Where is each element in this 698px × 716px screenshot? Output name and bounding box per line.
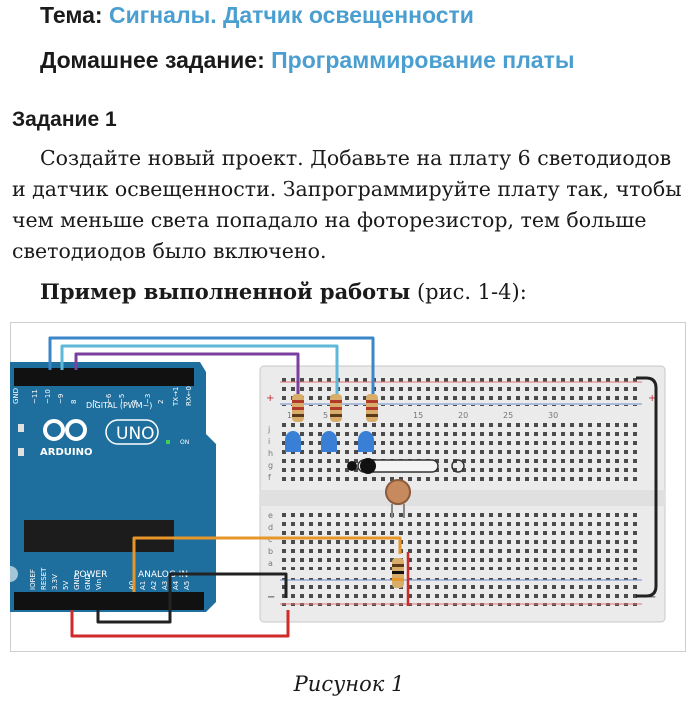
pin-label-5v: 5V — [62, 581, 70, 590]
arduino-logo-icon — [43, 419, 87, 441]
col-num-15: 15 — [413, 411, 423, 420]
light-sensor-slider[interactable] — [347, 458, 465, 474]
wire-purple — [74, 352, 300, 394]
wire-red — [70, 610, 290, 638]
pin-label-gnd-1: GND — [73, 574, 81, 590]
pin-label-2: 2 — [157, 400, 165, 404]
topic-line: Тема: Сигналы. Датчик освещенности — [40, 2, 474, 29]
row-letter-g: g — [268, 461, 273, 470]
row-letter-a: a — [268, 559, 273, 568]
svg-text:+: + — [648, 393, 656, 404]
wire-black-rail — [636, 376, 658, 598]
example-line: Пример выполненной работы (рис. 1-4): — [40, 279, 527, 304]
task-text-content: Создайте новый проект. Добавьте на плату… — [12, 146, 682, 263]
wire-blue-light — [60, 344, 339, 394]
circuit-diagram: + + − − j i h g f e d c b a 1 5 10 15 20… — [2, 322, 686, 652]
topic-label: Тема: — [40, 2, 103, 28]
row-letter-f: f — [268, 473, 271, 482]
breadboard: + + − − j i h g f e d c b a 1 5 10 15 20… — [259, 365, 666, 623]
pin-label-10: ~10 — [44, 389, 52, 404]
digital-label: DIGITAL (PWM~) — [86, 401, 152, 410]
col-num-1: 1 — [287, 411, 292, 420]
slider-knob-icon[interactable] — [360, 458, 376, 474]
example-bold: Пример выполненной работы — [40, 279, 411, 304]
col-num-20: 20 — [458, 411, 468, 420]
wire-black-gnd — [96, 572, 288, 624]
on-label: ON — [180, 439, 189, 446]
photoresistor — [385, 479, 411, 518]
pin-label-ioref: IOREF — [29, 569, 37, 590]
row-letter-j: j — [267, 425, 270, 434]
col-num-30: 30 — [548, 411, 558, 420]
pin-label-3v3: 3.3V — [51, 574, 59, 590]
pin-label-5: ~5 — [118, 394, 126, 404]
model-label: UNO — [116, 424, 155, 444]
pin-label-6: ~6 — [105, 393, 113, 404]
pin-label-gnd: GND — [12, 388, 20, 404]
pin-label-a2: A2 — [150, 581, 158, 590]
task-title: Задание 1 — [12, 108, 117, 131]
row-letter-b: b — [268, 547, 273, 556]
svg-text:+: + — [266, 393, 274, 404]
row-letter-h: h — [268, 449, 273, 458]
homework-label: Домашнее задание: — [40, 47, 265, 73]
led-resistors — [292, 394, 378, 422]
pulldown-resistor — [392, 558, 404, 588]
example-ref: (рис. 1-4): — [416, 280, 527, 304]
topic-value: Сигналы. Датчик освещенности — [108, 2, 474, 28]
pin-label-3: ~3 — [144, 394, 152, 404]
arduino-board: GND ~11 ~10 ~9 8 7 ~6 ~5 4 ~3 2 TX→1 RX←… — [2, 362, 216, 612]
pin-label-a1: A1 — [139, 581, 147, 590]
svg-text:−: − — [648, 592, 656, 603]
sun-icon — [451, 459, 465, 473]
pin-label-rx: RX←0 — [185, 386, 193, 406]
wire-blue-dark — [48, 336, 375, 394]
pin-label-8: 8 — [70, 400, 78, 404]
leds — [285, 431, 374, 452]
analog-label: ANALOG IN — [138, 570, 188, 580]
row-letter-i: i — [268, 437, 270, 446]
row-letter-d: d — [268, 523, 273, 532]
wire-orange — [132, 536, 402, 592]
pin-label-a5: A5 — [183, 581, 191, 590]
figure-caption: Рисунок 1 — [293, 672, 405, 696]
brand-label: ARDUINO — [40, 447, 92, 458]
task-text: Создайте новый проект. Добавьте на плату… — [12, 143, 686, 267]
pin-label-reset: RESET — [40, 567, 48, 590]
pin-label-a0: A0 — [128, 581, 136, 590]
circuit-figure: + + − − j i h g f e d c b a 1 5 10 15 20… — [2, 322, 686, 652]
power-label: POWER — [74, 570, 107, 580]
pin-label-a3: A3 — [161, 581, 169, 590]
pin-label-tx: TX→1 — [172, 387, 180, 407]
pin-label-gnd-2: GND — [84, 574, 92, 590]
row-letter-e: e — [268, 511, 273, 520]
col-num-25: 25 — [503, 411, 513, 420]
svg-text:−: − — [267, 592, 275, 603]
pin-label-vin: Vin — [95, 579, 103, 590]
col-num-5: 5 — [323, 411, 328, 420]
homework-value: Программирование платы — [271, 47, 575, 73]
pin-label-4: 4 — [131, 399, 139, 404]
uno-badge — [105, 419, 159, 445]
on-led-icon — [166, 440, 170, 444]
pin-label-a4: A4 — [172, 580, 180, 590]
microcontroller-chip — [24, 520, 174, 552]
pin-label-9: ~9 — [57, 394, 65, 404]
pin-label-11: ~11 — [31, 389, 39, 404]
pin-label-7: 7 — [92, 400, 100, 404]
homework-line: Домашнее задание: Программирование платы — [40, 47, 575, 74]
